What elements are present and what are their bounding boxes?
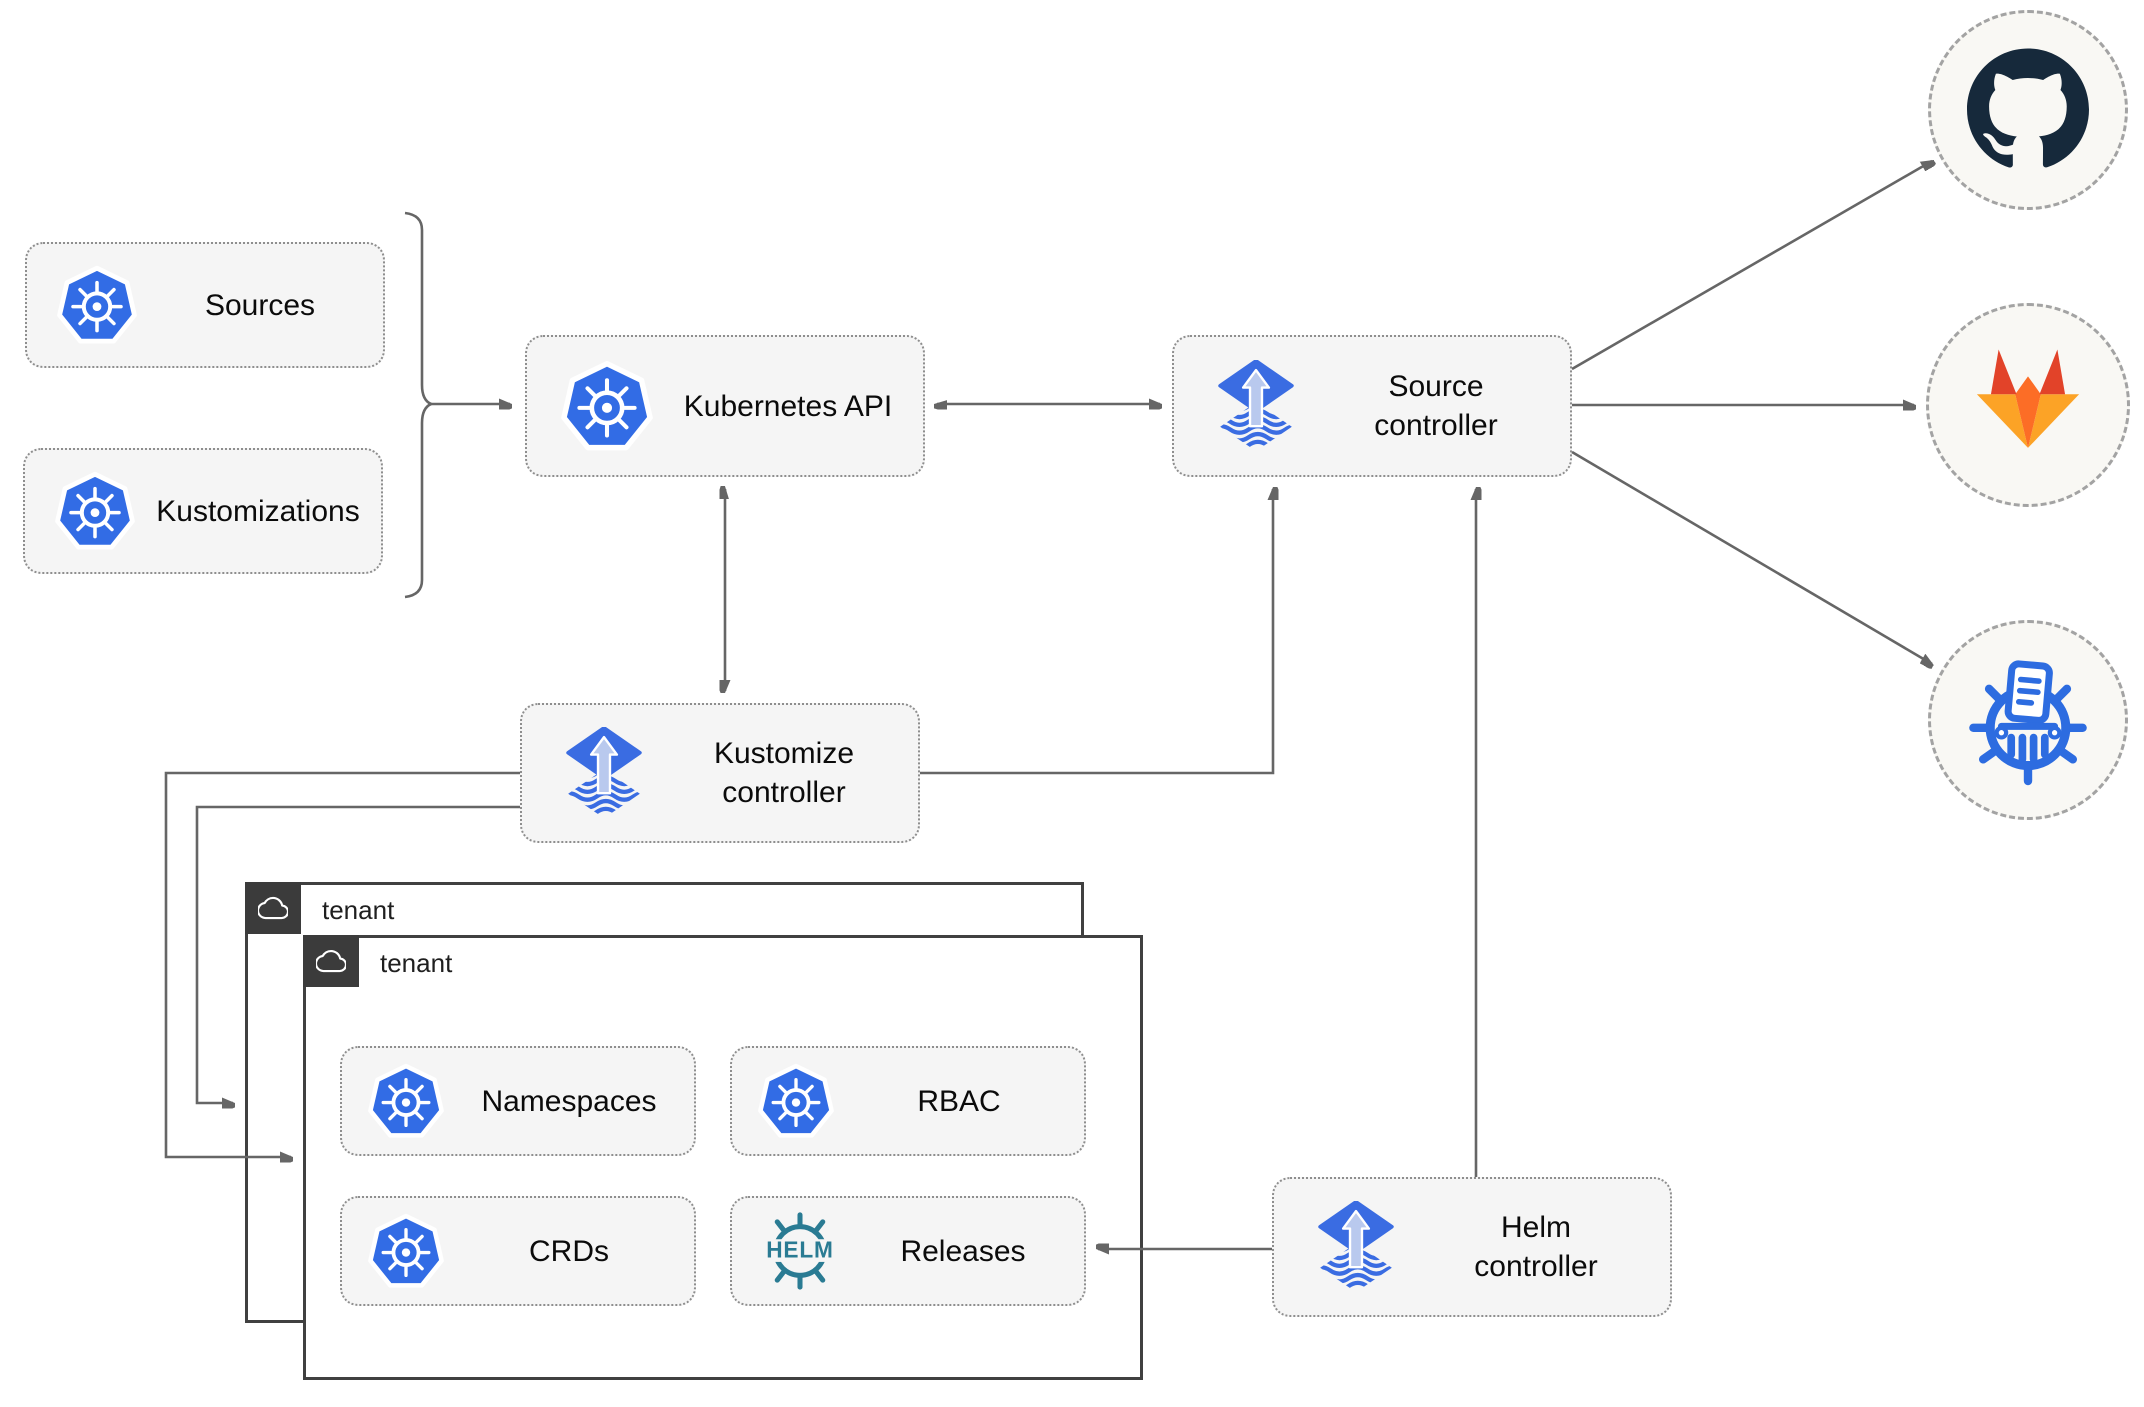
connector-kustomize-to-source-controller bbox=[920, 489, 1273, 775]
external-github bbox=[1928, 10, 2128, 210]
node-kubernetes-api: Kubernetes API bbox=[525, 335, 925, 477]
node-rbac-label: RBAC bbox=[917, 1084, 1001, 1118]
node-releases-label: Releases bbox=[900, 1234, 1026, 1268]
node-namespaces: Namespaces bbox=[340, 1046, 696, 1156]
node-helm-controller: Helm controller bbox=[1272, 1177, 1672, 1317]
node-source-controller-label: Source controller bbox=[1374, 370, 1498, 442]
node-sources: Sources bbox=[25, 242, 385, 368]
kubernetes-icon bbox=[55, 471, 135, 551]
chartmuseum-icon bbox=[1958, 648, 2098, 793]
tenant-group-front: tenant bbox=[303, 935, 1143, 1380]
flux-icon bbox=[1210, 360, 1302, 452]
kubernetes-icon bbox=[57, 265, 137, 345]
external-gitlab bbox=[1926, 303, 2130, 507]
helm-logo-text: HELM bbox=[766, 1237, 834, 1263]
connector-source-to-github bbox=[1571, 161, 1932, 371]
kubernetes-icon bbox=[758, 1063, 834, 1139]
kubernetes-icon bbox=[368, 1063, 444, 1139]
node-kustomizations-label: Kustomizations bbox=[156, 494, 360, 528]
cloud-icon bbox=[245, 882, 301, 934]
flux-icon bbox=[558, 727, 650, 819]
gitlab-icon bbox=[1964, 352, 2092, 458]
node-crds: CRDs bbox=[340, 1196, 696, 1306]
node-kustomizations: Kustomizations bbox=[23, 448, 383, 574]
cloud-icon bbox=[303, 935, 359, 987]
node-helm-controller-label: Helm controller bbox=[1474, 1211, 1598, 1283]
tenant-back-label: tenant bbox=[322, 895, 395, 925]
node-kustomize-controller: Kustomize controller bbox=[520, 703, 920, 843]
node-source-controller: Source controller bbox=[1172, 335, 1572, 477]
node-kustomize-controller-label: Kustomize controller bbox=[713, 737, 855, 809]
tenant-front-label: tenant bbox=[380, 948, 453, 978]
node-namespaces-label: Namespaces bbox=[481, 1084, 657, 1118]
node-rbac: RBAC bbox=[730, 1046, 1086, 1156]
external-helm-repository bbox=[1928, 620, 2128, 820]
github-icon bbox=[1966, 47, 2090, 174]
connector-source-to-helm-repository bbox=[1571, 450, 1932, 664]
node-kubernetes-api-label: Kubernetes API bbox=[683, 389, 893, 423]
helm-icon: HELM bbox=[758, 1209, 842, 1293]
flux-icon bbox=[1310, 1201, 1402, 1293]
kubernetes-icon bbox=[561, 360, 653, 452]
grouping-brace bbox=[404, 211, 435, 599]
node-crds-label: CRDs bbox=[529, 1234, 609, 1268]
node-releases: HELM Releases bbox=[730, 1196, 1086, 1306]
kubernetes-icon bbox=[368, 1213, 444, 1289]
node-sources-label: Sources bbox=[204, 288, 316, 322]
